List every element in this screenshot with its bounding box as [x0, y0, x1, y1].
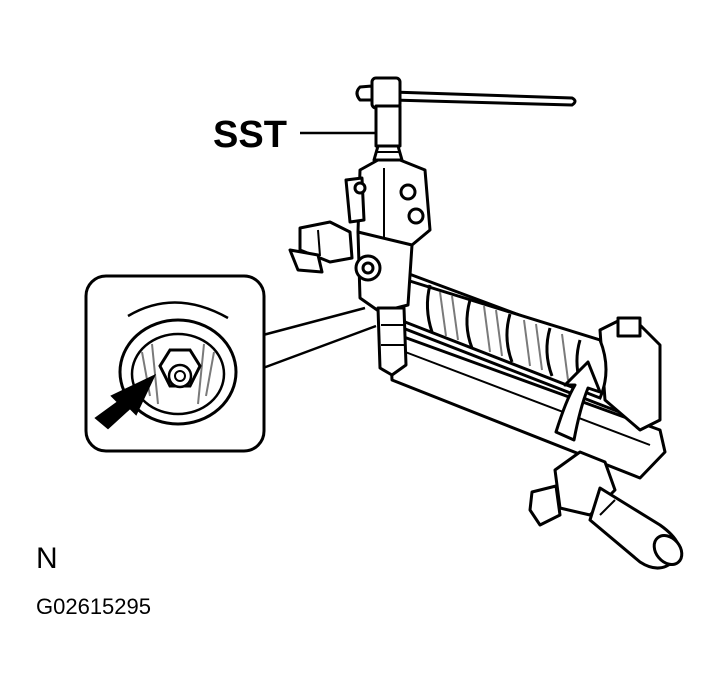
- rotation-arrow: [554, 360, 602, 442]
- boot-hatching: [439, 291, 569, 381]
- left-tie-rod: [288, 220, 354, 274]
- right-tie-rod: [528, 450, 684, 570]
- sst-tool: [355, 76, 577, 162]
- figure-code: G02615295: [36, 594, 151, 619]
- detail-callout: [84, 274, 377, 453]
- pointer-arrow-icon: [94, 373, 157, 430]
- sst-label: SST: [213, 114, 287, 156]
- gear-housing: [344, 158, 432, 377]
- corner-letter: N: [36, 542, 58, 575]
